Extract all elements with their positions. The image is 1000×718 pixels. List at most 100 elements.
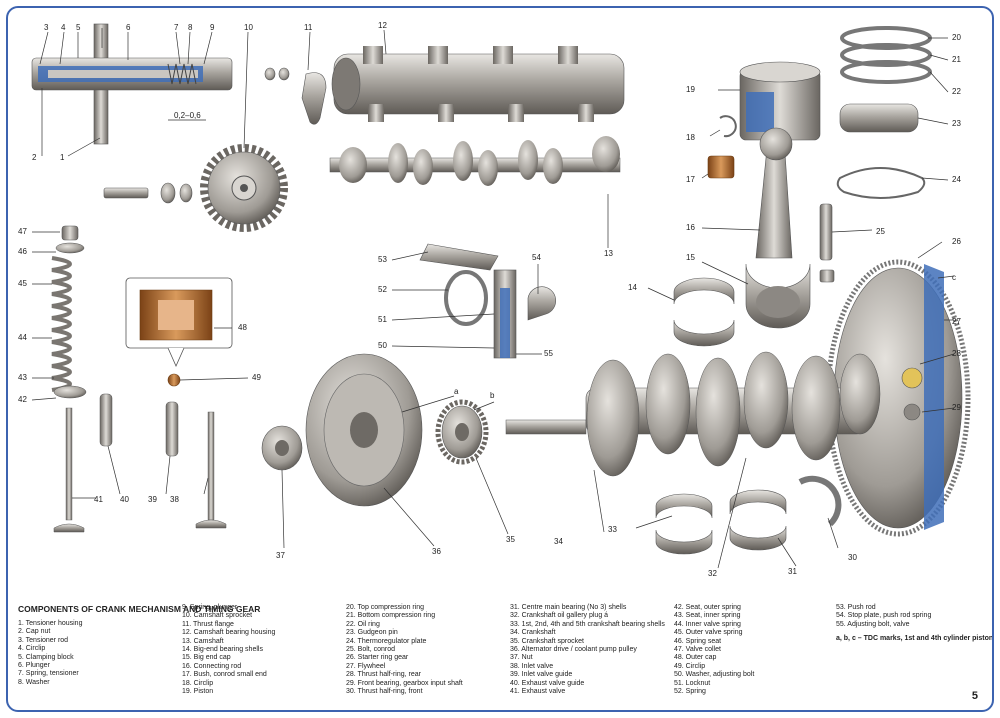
callout-40: 40: [120, 495, 129, 504]
legend-item: 47. Valve collet: [674, 646, 721, 654]
legend-item: 21. Bottom compression ring: [346, 612, 436, 620]
callout-28: 28: [952, 349, 961, 358]
callout-23: 23: [952, 119, 961, 128]
thermoregulator-plate: [836, 167, 926, 199]
callout-50: 50: [378, 341, 387, 350]
legend-item: 33. 1st, 2nd, 4th and 5th crankshaft bea…: [510, 620, 665, 628]
callout-55: 55: [544, 349, 553, 358]
legend-item: 36. Alternator drive / coolant pump pull…: [510, 646, 637, 654]
valve-spring-stack: [51, 225, 87, 399]
page-number: 5: [971, 690, 978, 702]
legend-item: 14. Big-end bearing shells: [182, 646, 263, 654]
callout-37: 37: [276, 551, 285, 560]
legend-item: 35. Crankshaft sprocket: [510, 637, 584, 645]
callout-12: 12: [378, 21, 387, 30]
callout-10: 10: [244, 23, 253, 32]
legend-item: 23. Gudgeon pin: [346, 629, 398, 637]
legend-item: 12. Camshaft bearing housing: [182, 629, 276, 637]
legend-item: 29. Front bearing, gearbox input shaft: [346, 679, 463, 687]
legend-item: 48. Outer cap: [674, 654, 717, 662]
callout-3: 3: [44, 23, 49, 32]
legend: СOMPONENTS OF CRANK MECHANISM AND TIMING…: [18, 604, 994, 710]
legend-column-2: 9. Spring, plunger 10. Camshaft sprocket…: [182, 604, 342, 696]
legend-item: 18. Circlip: [182, 679, 214, 687]
legend-item: 32. Crankshaft oil gallery plug á: [510, 612, 609, 620]
legend-item: 55. Adjusting bolt, valve: [836, 620, 910, 628]
legend-item: 24. Thermoregulator plate: [346, 637, 427, 645]
piston-circlip: [719, 115, 737, 138]
exploded-view-illustration: 0,2–0,6: [18, 21, 971, 578]
callout-a: a: [454, 387, 459, 396]
callout-c: c: [952, 273, 956, 282]
callout-35: 35: [506, 535, 515, 544]
legend-item: 3. Tensioner rod: [18, 636, 69, 644]
callout-20: 20: [952, 33, 961, 42]
legend-item: 2. Cap nut: [18, 628, 51, 636]
legend-item: 13. Camshaft: [182, 637, 224, 645]
legend-item: 42. Seat, outer spring: [674, 604, 741, 611]
page-frame: 0,2–0,6: [6, 6, 994, 712]
legend-item: 25. Bolt, conrod: [346, 646, 396, 654]
legend-item: 30. Thrust half-ring, front: [346, 688, 423, 696]
callout-5: 5: [76, 23, 81, 32]
gudgeon-pin: [839, 103, 919, 133]
callout-6: 6: [126, 23, 131, 32]
callout-32: 32: [708, 569, 717, 578]
legend-item: 17. Bush, conrod small end: [182, 671, 267, 679]
dimension-label: 0,2–0,6: [174, 111, 201, 120]
main-bearing-shells: [655, 475, 842, 555]
conrod-bush: [707, 155, 735, 179]
callout-39: 39: [148, 495, 157, 504]
legend-item: 52. Spring: [674, 688, 706, 696]
camshaft-bearing-housing: [331, 46, 625, 122]
pulley-nut: [261, 425, 303, 471]
legend-item: 9. Spring, plunger: [182, 604, 238, 611]
legend-item: 6. Plunger: [18, 662, 50, 670]
callout-21: 21: [952, 55, 961, 64]
chain-tensioner-section: 0,2–0,6: [31, 23, 233, 145]
callout-44: 44: [18, 333, 27, 342]
legend-item: 45. Outer valve spring: [674, 629, 743, 637]
crankshaft: [505, 351, 881, 477]
callout-15: 15: [686, 253, 695, 262]
callout-26: 26: [952, 237, 961, 246]
flywheel: [825, 259, 971, 537]
legend-item: 19. Piston: [182, 688, 214, 696]
legend-item: 31. Centre main bearing (No 3) shells: [510, 604, 627, 611]
legend-item: 28. Thrust half-ring, rear: [346, 671, 421, 679]
callout-4: 4: [61, 23, 66, 32]
legend-item: 10. Camshaft sprocket: [182, 612, 253, 620]
callout-43: 43: [18, 373, 27, 382]
callout-38: 38: [170, 495, 179, 504]
callout-24: 24: [952, 175, 961, 184]
legend-column-1: СOMPONENTS OF CRANK MECHANISM AND TIMING…: [18, 604, 260, 687]
legend-item: 5. Clamping block: [18, 653, 74, 661]
callout-11: 11: [304, 23, 313, 32]
sprocket-bolt-and-washers: [103, 67, 290, 204]
callout-30: 30: [848, 553, 857, 562]
legend-item: 16. Connecting rod: [182, 662, 242, 670]
callout-19: 19: [686, 85, 695, 94]
legend-item: 51. Locknut: [674, 679, 711, 687]
legend-item: 26. Starter ring gear: [346, 654, 409, 662]
legend-column-4: 31. Centre main bearing (No 3) shells 32…: [510, 604, 670, 696]
callout-17: 17: [686, 175, 695, 184]
callout-46: 46: [18, 247, 27, 256]
callout-2: 2: [32, 153, 37, 162]
rocker-adjuster-assembly: [419, 243, 557, 359]
legend-item: 11. Thrust flange: [182, 620, 234, 628]
alternator-pulley: [305, 353, 423, 507]
legend-item: 27. Flywheel: [346, 662, 386, 670]
crankshaft-sprocket: [435, 399, 489, 465]
camshaft-sprocket: [200, 144, 288, 232]
camshaft: [329, 136, 621, 186]
callout-labels: 3 4 5 6 7 8 9 2 1 10 11 12 13 14 15 16 1…: [18, 21, 961, 578]
legend-item: 41. Exhaust valve: [510, 688, 566, 696]
legend-item: 39. Inlet valve guide: [510, 671, 573, 679]
callout-14: 14: [628, 283, 637, 292]
legend-item: 49. Circlip: [674, 662, 706, 670]
tdc-marks-note: a, b, c – TDC marks, 1st and 4th cylinde…: [836, 635, 994, 643]
callout-42: 42: [18, 395, 27, 404]
callout-9: 9: [210, 23, 215, 32]
piston: [739, 61, 821, 141]
